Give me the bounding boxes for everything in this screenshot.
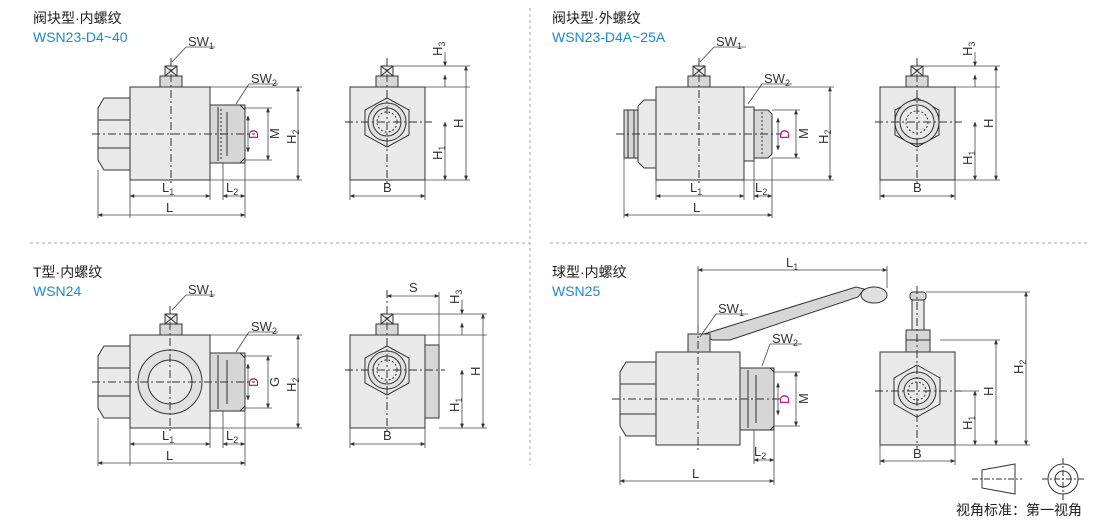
panel-2-side-dimensions bbox=[623, 46, 834, 218]
panel-2-title: 阀块型·外螺纹 bbox=[552, 10, 641, 26]
panel-2-side-labels: SW1 SW2 D M H2 L1 L2 L bbox=[690, 34, 833, 215]
panel-4-side-dimensions bbox=[619, 266, 888, 485]
label-h1: H1 bbox=[960, 151, 977, 165]
label-h3: H3 bbox=[430, 42, 447, 56]
panel-4-side-labels: L1 SW1 SW2 D M L2 L bbox=[692, 255, 811, 481]
label-g: G bbox=[267, 377, 282, 387]
label-h2: H2 bbox=[1011, 360, 1028, 374]
label-d: D bbox=[777, 130, 792, 139]
label-h: H bbox=[981, 387, 996, 396]
label-l: L bbox=[166, 448, 173, 463]
label-h: H bbox=[468, 367, 483, 376]
panel-1-model: WSN23-D4~40 bbox=[33, 29, 128, 45]
panel-1-end-view bbox=[345, 58, 432, 185]
label-l1: L1 bbox=[690, 180, 702, 197]
panel-3-side-view bbox=[92, 306, 255, 433]
label-sw1: SW1 bbox=[188, 34, 214, 51]
label-b: B bbox=[383, 428, 392, 443]
panel-4-title: 球型·内螺纹 bbox=[552, 264, 627, 280]
panel-1-side-labels: SW1 SW2 D M H2 L1 L2 L bbox=[162, 34, 301, 215]
label-l2: L2 bbox=[755, 180, 767, 197]
label-l: L bbox=[166, 200, 173, 215]
panel-2-end-dimensions bbox=[879, 52, 1000, 200]
panel-3-side-labels: SW1 SW2 D G H2 L1 L2 L bbox=[162, 282, 301, 463]
label-m: M bbox=[796, 128, 811, 139]
panel-1-end-labels: H3 H H1 B bbox=[383, 42, 466, 195]
label-l2: L2 bbox=[754, 444, 766, 461]
panel-3-model: WSN24 bbox=[33, 283, 82, 299]
label-m: M bbox=[796, 393, 811, 404]
panel-4-side-view bbox=[612, 286, 888, 450]
panel-2-model: WSN23-D4A~25A bbox=[552, 29, 666, 45]
panel-1-side-dimensions bbox=[97, 46, 302, 218]
label-h3: H3 bbox=[960, 42, 977, 56]
label-m: M bbox=[267, 128, 282, 139]
label-l: L bbox=[692, 466, 699, 481]
panel-1-end-dimensions bbox=[349, 52, 470, 200]
panel-3-end-view bbox=[345, 290, 445, 433]
label-d: D bbox=[246, 378, 261, 387]
label-sw1: SW1 bbox=[716, 34, 742, 51]
label-l: L bbox=[693, 200, 700, 215]
panel-2-side-view bbox=[616, 58, 782, 185]
label-sw2: SW2 bbox=[772, 331, 798, 348]
label-sw1: SW1 bbox=[188, 282, 214, 299]
label-d: D bbox=[777, 395, 792, 404]
panel-2-end-labels: H3 H H1 B bbox=[913, 42, 996, 195]
label-sw2: SW2 bbox=[251, 71, 277, 88]
panel-4-end-view bbox=[875, 286, 962, 450]
label-h3: H3 bbox=[447, 290, 464, 304]
label-h2: H2 bbox=[816, 130, 833, 144]
panel-3-end-labels: S H3 H H1 B bbox=[383, 280, 483, 443]
label-l1: L1 bbox=[786, 255, 798, 272]
label-h1: H1 bbox=[447, 398, 464, 412]
label-sw1: SW1 bbox=[718, 301, 744, 318]
label-h2: H2 bbox=[284, 378, 301, 392]
panel-1-side-view bbox=[92, 58, 255, 185]
label-sw2: SW2 bbox=[764, 71, 790, 88]
first-angle-projection-icon bbox=[972, 458, 1084, 500]
panel-3-side-dimensions bbox=[97, 294, 302, 466]
label-h1: H1 bbox=[430, 146, 447, 160]
label-l2: L2 bbox=[226, 180, 238, 197]
panel-4-end-labels: H2 H H1 B bbox=[913, 360, 1028, 461]
label-h: H bbox=[981, 119, 996, 128]
label-sw2: SW2 bbox=[251, 319, 277, 336]
label-h: H bbox=[451, 119, 466, 128]
panel-4-model: WSN25 bbox=[552, 283, 601, 299]
projection-label: 视角标准：第一视角 bbox=[956, 502, 1082, 518]
label-l1: L1 bbox=[162, 180, 174, 197]
label-h1: H1 bbox=[960, 416, 977, 430]
panel-2-end-view bbox=[875, 58, 962, 185]
label-b: B bbox=[383, 180, 392, 195]
label-b: B bbox=[913, 180, 922, 195]
label-b: B bbox=[913, 446, 922, 461]
panel-4-end-dimensions bbox=[879, 291, 1030, 465]
label-h2: H2 bbox=[284, 130, 301, 144]
label-l1: L1 bbox=[162, 428, 174, 445]
label-d: D bbox=[246, 130, 261, 139]
panel-3-title: T型·内螺纹 bbox=[33, 264, 103, 280]
label-s: S bbox=[409, 280, 418, 295]
label-l2: L2 bbox=[226, 428, 238, 445]
panel-1-title: 阀块型·内螺纹 bbox=[33, 10, 122, 26]
panel-3-end-dimensions bbox=[349, 292, 487, 448]
